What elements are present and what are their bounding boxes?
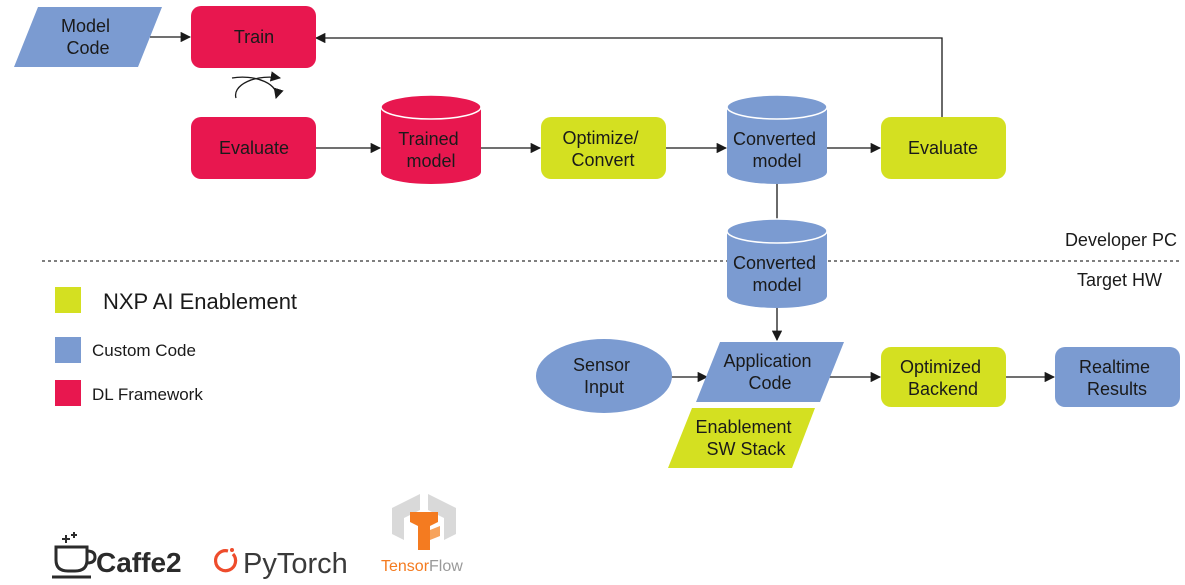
pytorch-flame-icon bbox=[213, 548, 238, 573]
tensorflow-logo: TensorFlow bbox=[381, 494, 463, 575]
model-code-label: Model Code bbox=[61, 16, 115, 58]
optimized-backend-label: Optimized Backend bbox=[900, 357, 986, 399]
target-hw-label: Target HW bbox=[1077, 270, 1162, 290]
model-code-node bbox=[14, 7, 162, 67]
caffe2-text: Caffe2 bbox=[96, 547, 182, 578]
caffe2-logo: Caffe2 bbox=[52, 532, 182, 579]
pytorch-logo: PyTorch bbox=[213, 548, 348, 580]
realtime-results-node bbox=[1055, 347, 1180, 407]
evaluate-right-node bbox=[881, 117, 1006, 179]
train-label: Train bbox=[234, 27, 274, 47]
evaluate-left-node bbox=[191, 117, 316, 179]
sensor-input-node bbox=[536, 339, 672, 413]
sensor-input-label: Sensor Input bbox=[573, 355, 635, 397]
optimize-convert-label: Optimize/ Convert bbox=[562, 128, 643, 170]
evaluate-right-label: Evaluate bbox=[908, 138, 978, 158]
pytorch-text: PyTorch bbox=[243, 548, 348, 580]
enablement-stack-node bbox=[668, 408, 815, 468]
legend-custom-label: Custom Code bbox=[92, 341, 196, 360]
tensorflow-text: TensorFlow bbox=[381, 558, 463, 575]
optimized-backend-node bbox=[881, 347, 1006, 407]
legend-dl-swatch bbox=[55, 380, 81, 406]
optimize-convert-node bbox=[541, 117, 666, 179]
application-code-label: Application Code bbox=[723, 351, 816, 393]
tensorflow-logo-icon bbox=[392, 494, 456, 550]
train-node bbox=[191, 6, 316, 68]
legend-nxp-swatch bbox=[55, 287, 81, 313]
evaluate-left-label: Evaluate bbox=[219, 138, 289, 158]
converted-model-top-node bbox=[726, 94, 828, 184]
legend-custom-swatch bbox=[55, 337, 81, 363]
developer-pc-label: Developer PC bbox=[1065, 230, 1177, 250]
converted-model-bottom-label: Converted model bbox=[733, 253, 821, 295]
legend-dl-label: DL Framework bbox=[92, 385, 203, 404]
enablement-stack-label: Enablement SW Stack bbox=[695, 417, 796, 459]
coffee-cup-icon bbox=[52, 532, 97, 579]
legend-nxp-label: NXP AI Enablement bbox=[103, 289, 297, 314]
trained-model-label: Trained model bbox=[398, 129, 463, 171]
converted-model-bottom-node bbox=[726, 218, 828, 308]
cycle-arrows-icon bbox=[231, 71, 284, 99]
converted-model-top-label: Converted model bbox=[733, 129, 821, 171]
application-code-node bbox=[696, 342, 844, 402]
legend: NXP AI Enablement Custom Code DL Framewo… bbox=[55, 287, 297, 406]
connectors bbox=[150, 31, 1056, 383]
arrow-evaluate-back-to-train bbox=[314, 32, 943, 118]
trained-model-node bbox=[380, 94, 482, 184]
realtime-results-label: Realtime Results bbox=[1079, 357, 1155, 399]
